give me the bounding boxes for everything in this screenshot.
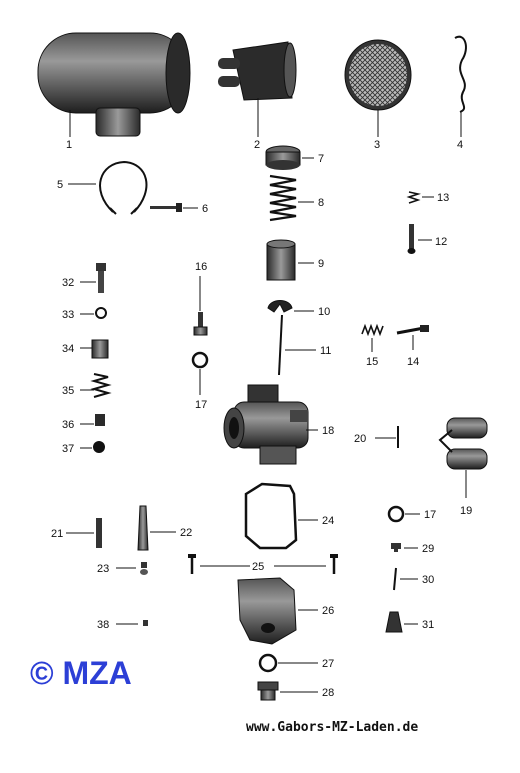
seal-ring-lower [387,505,405,523]
seal-ring-upper [191,351,209,369]
drain-plug [257,681,279,701]
float-valve [95,414,105,426]
label-18: 18 [322,425,334,437]
adjust-pin [393,567,397,591]
label-33: 33 [62,309,74,321]
float-bowl [237,577,297,645]
label-22: 22 [180,527,192,539]
o-ring [258,653,278,673]
label-29: 29 [422,543,434,555]
idle-screw-spring [361,323,384,337]
label-11: 11 [320,345,331,357]
carburetor-body [223,384,309,465]
small-jet [143,620,148,626]
label-16: 16 [195,261,207,273]
mixing-chamber-cap [265,145,301,170]
small-coil-spring [90,373,112,398]
intake-rubber [218,41,297,101]
label-6: 6 [202,203,208,215]
label-15: 15 [366,356,378,368]
clamp-screw [150,206,180,209]
label-17-lower: 17 [424,509,436,521]
label-20: 20 [354,433,366,445]
needle-jet [407,224,416,254]
idle-adjust-screw [396,325,429,335]
label-17-upper: 17 [195,399,207,411]
label-4: 4 [457,139,463,151]
jet-holder [137,505,149,551]
label-12: 12 [435,236,447,248]
air-filter-housing [37,32,191,137]
label-37: 37 [62,443,74,455]
label-25: 25 [252,561,264,573]
idle-jet [140,562,148,575]
hose-clamp [99,160,148,213]
label-27: 27 [322,658,334,670]
label-31: 31 [422,619,434,631]
washer [95,307,107,319]
label-34: 34 [62,343,74,355]
label-8: 8 [318,197,324,209]
label-14: 14 [407,356,419,368]
label-21: 21 [51,528,63,540]
label-3: 3 [374,139,380,151]
float [438,417,488,470]
needle-clip [267,300,293,313]
rubber-cap [385,611,403,633]
label-30: 30 [422,574,434,586]
throttle-spring [269,174,297,222]
fuel-banjo-bolt [96,263,106,293]
jet-needle [278,314,283,376]
label-36: 36 [62,419,74,431]
label-1: 1 [66,139,72,151]
filter-housing-nut [91,339,109,359]
label-26: 26 [322,605,334,617]
label-5: 5 [57,179,63,191]
main-jet [96,518,102,548]
float-bowl-gasket [244,482,298,550]
label-35: 35 [62,385,74,397]
copyright-mark: © MZA [30,655,132,691]
filter-mesh-element [344,39,412,111]
label-38: 38 [97,619,109,631]
label-2: 2 [254,139,260,151]
label-28: 28 [322,687,334,699]
label-19: 19 [460,505,472,517]
website-url: www.Gabors-MZ-Laden.de [246,720,418,735]
label-32: 32 [62,277,74,289]
throttle-slide [266,239,296,281]
small-nut [391,543,401,552]
label-23: 23 [97,563,109,575]
cable-adjuster [193,312,208,336]
filter-ball [93,441,105,453]
small-spring [406,191,421,204]
label-9: 9 [318,258,324,270]
label-24: 24 [322,515,334,527]
label-10: 10 [318,306,330,318]
spring-clip [454,35,467,113]
label-13: 13 [437,192,449,204]
label-7: 7 [318,153,324,165]
